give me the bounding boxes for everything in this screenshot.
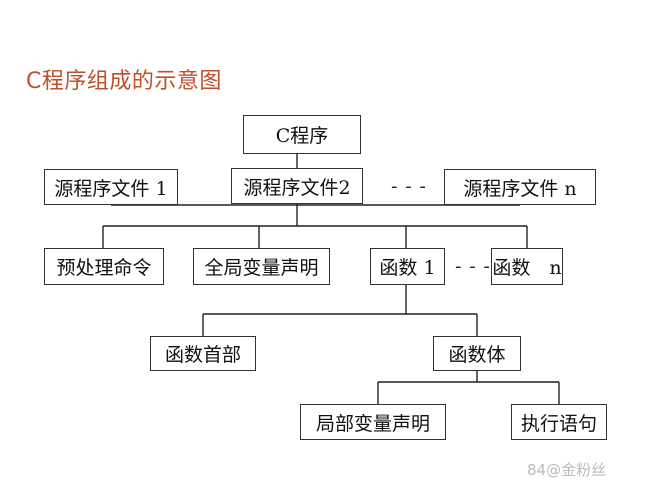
node-c-program: C程序 (243, 115, 361, 154)
node-source-file-2: 源程序文件2 (231, 168, 363, 204)
node-function-1: 函数 1 (370, 248, 445, 285)
ellipsis-functions: - - - (455, 256, 491, 277)
node-local-variable-declarations: 局部变量声明 (300, 404, 446, 440)
diagram-title: C程序组成的示意图 (26, 69, 222, 94)
node-source-file-n: 源程序文件 n (444, 169, 596, 205)
node-executable-statements: 执行语句 (511, 404, 607, 440)
node-source-file-1: 源程序文件 1 (44, 169, 178, 205)
node-preprocessor-commands: 预处理命令 (44, 248, 164, 285)
node-function-header: 函数首部 (150, 336, 256, 371)
node-function-body: 函数体 (433, 336, 521, 371)
watermark: 84@金粉丝 (527, 461, 607, 479)
node-global-variable-declarations: 全局变量声明 (193, 248, 330, 285)
node-function-n: 函数 n (491, 248, 563, 285)
ellipsis-source-files: - - - (391, 176, 427, 197)
